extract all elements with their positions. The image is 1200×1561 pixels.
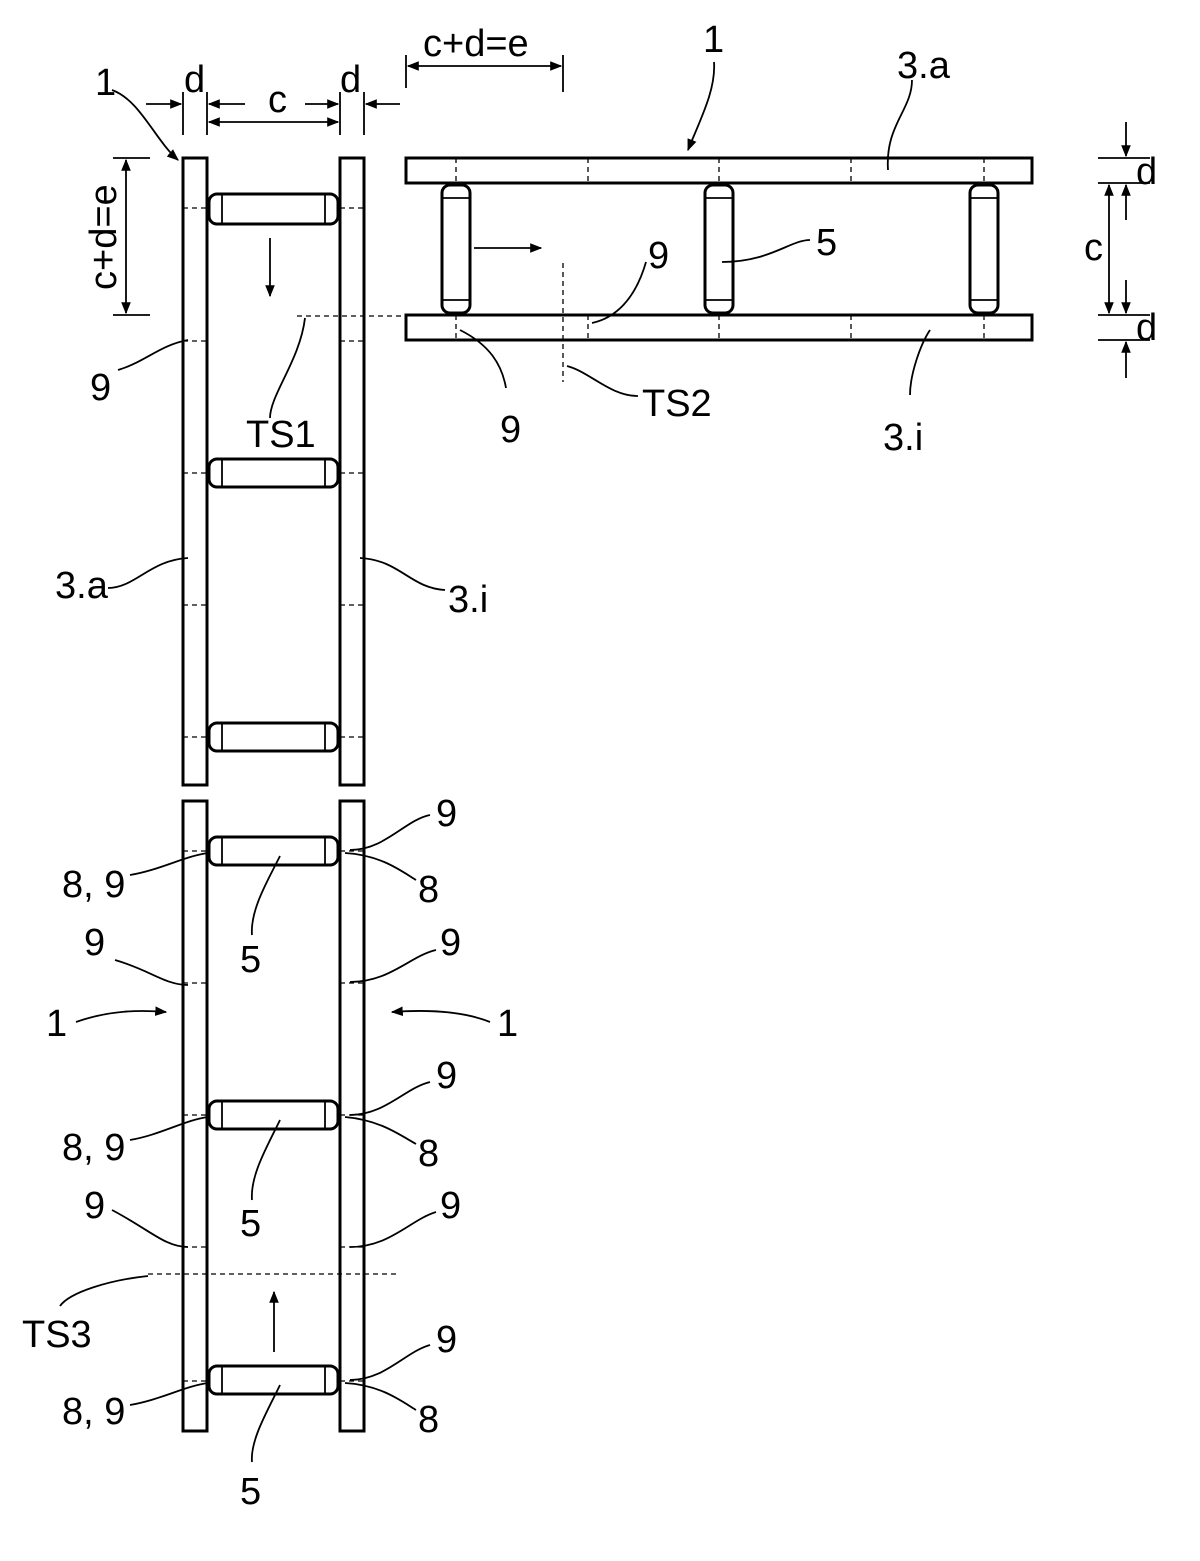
label-d-right-bottom: d bbox=[1136, 307, 1157, 349]
plate-3a-lower bbox=[181, 799, 209, 1433]
label-9-lower-r3: 9 bbox=[436, 1055, 457, 1097]
roller-5 bbox=[207, 1099, 340, 1131]
leader-lines bbox=[59, 61, 931, 1463]
label-e-vertical: c+d=e bbox=[83, 184, 125, 290]
label-9-lower-l4: 9 bbox=[84, 1185, 105, 1227]
label-8-lower-3: 8 bbox=[418, 1399, 439, 1441]
label-c-top: c bbox=[268, 79, 287, 121]
label-5-horizontal: 5 bbox=[816, 222, 837, 264]
roller-5 bbox=[440, 183, 472, 315]
label-e-horizontal: c+d=e bbox=[423, 23, 529, 65]
label-8-9-lower-1: 8, 9 bbox=[62, 864, 125, 906]
label-8-lower-1: 8 bbox=[418, 869, 439, 911]
label-9-lower-l2: 9 bbox=[84, 922, 105, 964]
label-5-lower-2: 5 bbox=[240, 1203, 261, 1245]
label-3a-left: 3.a bbox=[55, 565, 109, 607]
label-9-lower-r5: 9 bbox=[436, 1319, 457, 1361]
label-d-top-right: d bbox=[340, 59, 361, 101]
roller-5 bbox=[207, 192, 340, 226]
horizontal-assembly bbox=[404, 156, 1034, 382]
label-ts3: TS3 bbox=[22, 1314, 92, 1356]
label-9-lower-r1: 9 bbox=[436, 793, 457, 835]
label-1-top-left: 1 bbox=[95, 62, 116, 104]
label-ts1: TS1 bbox=[246, 414, 316, 456]
roller-5 bbox=[207, 457, 340, 489]
roller-5 bbox=[968, 183, 1000, 315]
label-1-lower-left: 1 bbox=[46, 1003, 67, 1045]
label-d-right-top: d bbox=[1136, 151, 1157, 193]
vertical-assembly-upper bbox=[181, 156, 405, 787]
label-8-9-lower-3: 8, 9 bbox=[62, 1391, 125, 1433]
plate-3i-lower bbox=[338, 799, 366, 1433]
label-3i-horizontal: 3.i bbox=[883, 417, 923, 459]
label-9-horizontal-bottom: 9 bbox=[500, 409, 521, 451]
roller-5 bbox=[207, 835, 340, 867]
label-c-right: c bbox=[1084, 227, 1103, 269]
plate-3i-upper bbox=[338, 156, 366, 787]
label-3a-top-right: 3.a bbox=[897, 45, 951, 87]
roller-5 bbox=[703, 183, 735, 315]
label-8-9-lower-2: 8, 9 bbox=[62, 1127, 125, 1169]
vertical-assembly-lower bbox=[148, 799, 398, 1433]
label-9-lower-r4: 9 bbox=[440, 1185, 461, 1227]
labels: 1 d c d c+d=e 1 3.a d c d 5 9 9 TS2 3.i … bbox=[22, 19, 1157, 1513]
label-5-lower-3: 5 bbox=[240, 1471, 261, 1513]
plate-3a-upper bbox=[181, 156, 209, 787]
roller-5 bbox=[207, 1364, 340, 1396]
label-9-lower-r2: 9 bbox=[440, 922, 461, 964]
label-9-left-upper: 9 bbox=[90, 367, 111, 409]
label-ts2: TS2 bbox=[642, 383, 712, 425]
label-8-lower-2: 8 bbox=[418, 1133, 439, 1175]
label-3i-left: 3.i bbox=[448, 579, 488, 621]
roller-5 bbox=[207, 721, 340, 753]
label-9-horizontal-top: 9 bbox=[648, 235, 669, 277]
grid-lines-lower bbox=[183, 850, 364, 1382]
label-1-lower-right: 1 bbox=[497, 1003, 518, 1045]
label-5-lower-1: 5 bbox=[240, 939, 261, 981]
grid-lines-horizontal bbox=[455, 158, 985, 340]
dimensions bbox=[113, 55, 1150, 378]
label-1-top-right: 1 bbox=[703, 19, 724, 61]
label-d-top-left: d bbox=[184, 59, 205, 101]
